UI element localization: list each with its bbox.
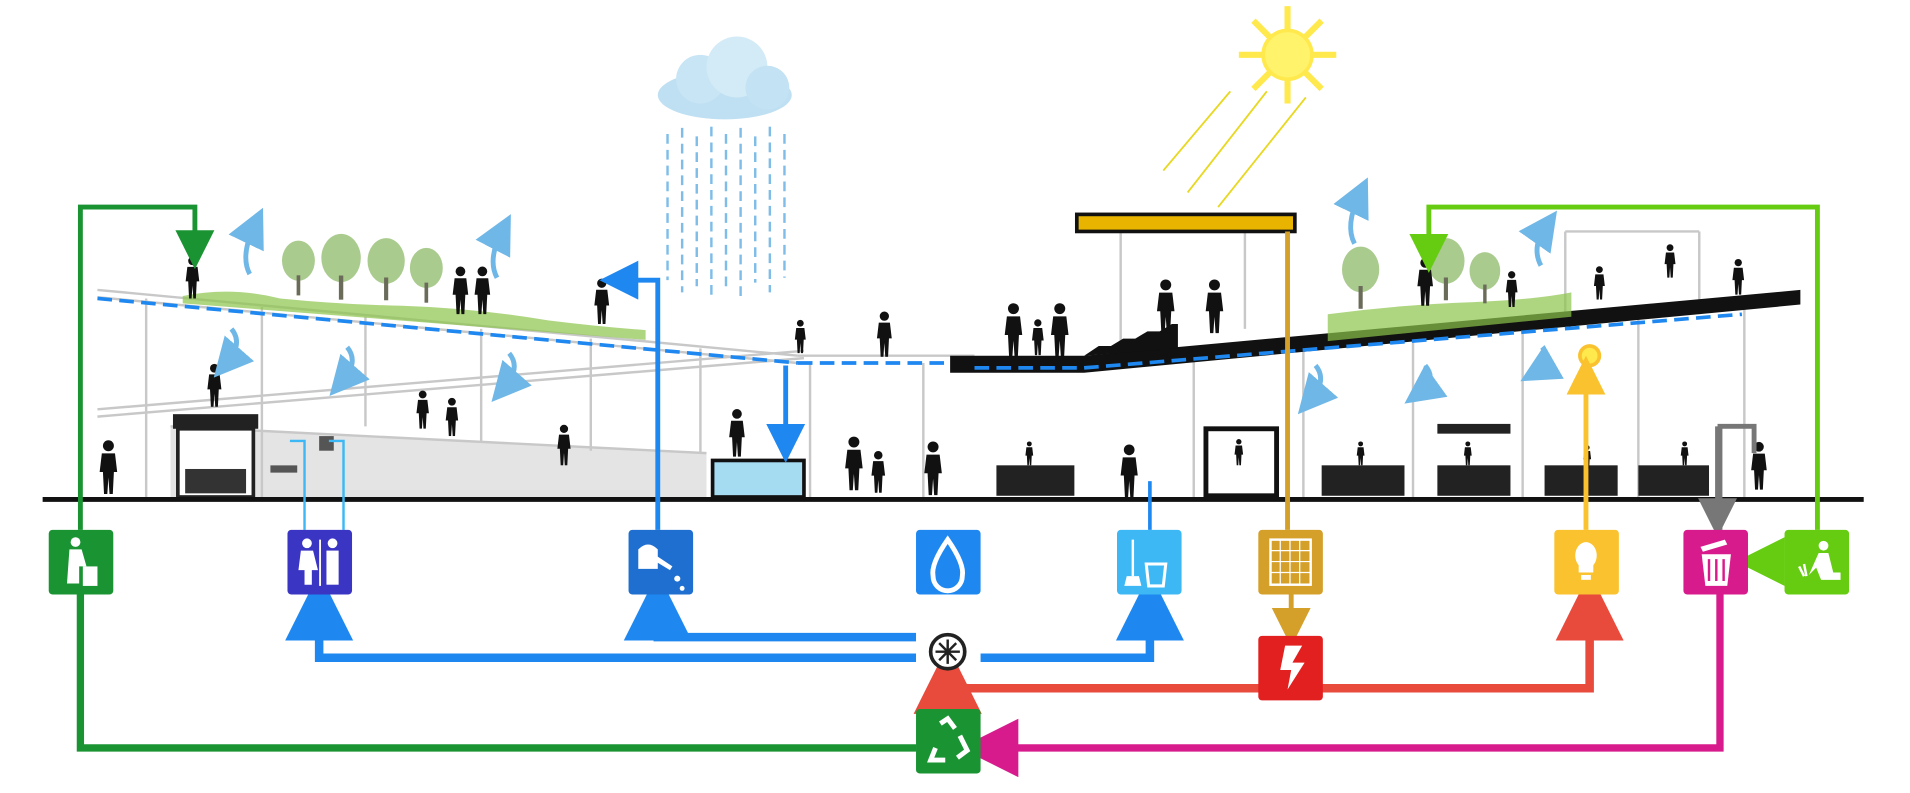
solar-canopy xyxy=(1074,212,1297,234)
recycle-icon xyxy=(916,708,981,774)
lit-bulb xyxy=(1578,344,1602,368)
left-building xyxy=(97,233,975,500)
market-stall xyxy=(172,414,259,499)
sun xyxy=(1238,6,1337,104)
rainwater-collection-line xyxy=(97,296,799,365)
resource-flow-lines xyxy=(76,204,1820,778)
composting-person-icon xyxy=(48,529,114,595)
solar-panel-icon xyxy=(1258,529,1323,595)
water-filter-icon xyxy=(928,632,967,671)
gardening-icon xyxy=(1784,529,1850,595)
cleaning-icon xyxy=(1117,529,1182,595)
rain-cloud xyxy=(657,36,792,120)
light-bulb-icon xyxy=(1554,529,1619,595)
sunlight-rays xyxy=(1162,90,1307,208)
restroom-icon xyxy=(287,529,353,595)
watering-can-icon xyxy=(628,529,694,595)
trash-bin-icon xyxy=(1683,529,1748,595)
water-drop-icon xyxy=(916,529,981,595)
electricity-icon xyxy=(1258,635,1323,701)
rain xyxy=(666,126,786,297)
water-tank xyxy=(710,458,806,499)
air-flow-arrows xyxy=(213,177,1564,415)
